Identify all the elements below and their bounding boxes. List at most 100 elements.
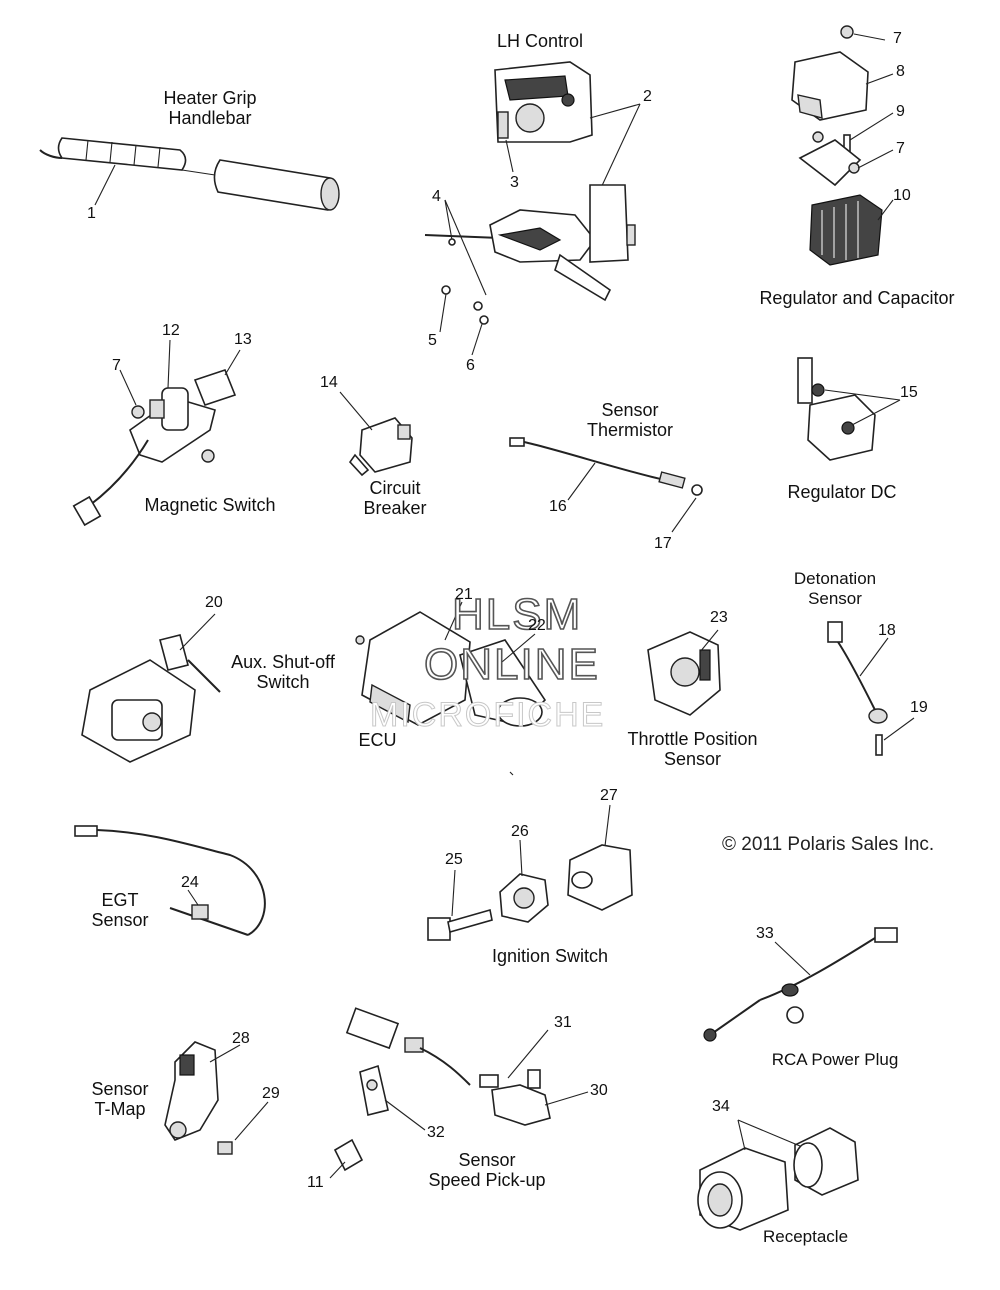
callout-number: 23 — [710, 609, 728, 626]
callout-number: 15 — [900, 384, 918, 401]
caption-line: Receptacle — [762, 1227, 849, 1246]
egt-sensor-part — [74, 825, 266, 936]
callout-number: 11 — [307, 1174, 324, 1191]
callout-number: 25 — [445, 851, 463, 868]
caption-rca-power-plug: RCA Power Plug — [755, 1050, 915, 1070]
sensor-speed-part — [329, 1007, 589, 1179]
callout-number: 14 — [320, 374, 338, 391]
detonation-sensor-part — [827, 621, 915, 756]
caption-line: RCA Power Plug — [771, 1050, 899, 1069]
copyright-notice: © 2011 Polaris Sales Inc. — [722, 834, 935, 855]
caption-heater-grip: Heater Grip Handlebar — [150, 88, 270, 128]
caption-line: EGT — [101, 890, 139, 910]
caption-line: Handlebar — [168, 108, 252, 128]
caption-line: Sensor — [458, 1150, 516, 1170]
caption-line: Thermistor — [586, 420, 673, 440]
caption-line: Sensor — [808, 589, 862, 608]
caption-line: Sensor — [663, 749, 722, 769]
callout-number: 10 — [893, 187, 911, 204]
callout-number: 34 — [712, 1098, 730, 1115]
regulator-dc-part — [797, 357, 901, 461]
caption-line: Sensor — [91, 910, 149, 930]
callout-number: 18 — [878, 622, 896, 639]
caption-regulator-capacitor: Regulator and Capacitor — [742, 288, 972, 308]
callout-number: 33 — [756, 925, 774, 942]
caption-sensor-speed: Sensor Speed Pick-up — [412, 1150, 562, 1190]
callout-number: 7 — [112, 357, 121, 374]
callout-number: 16 — [549, 498, 567, 515]
callout-number: 31 — [554, 1014, 572, 1031]
caption-ignition-switch: Ignition Switch — [475, 946, 625, 966]
callout-number: 29 — [262, 1085, 280, 1102]
caption-sensor-tmap: Sensor T-Map — [80, 1079, 160, 1119]
caption-line: LH Control — [496, 31, 584, 51]
watermark-line-2: ONLINE — [423, 639, 600, 690]
caption-line: Sensor — [601, 400, 659, 420]
callout-number: 6 — [466, 357, 475, 374]
callout-number: 7 — [896, 140, 905, 157]
callout-number: 24 — [181, 874, 199, 891]
caption-line: T-Map — [94, 1099, 146, 1119]
heater-grip-part — [39, 137, 340, 211]
caption-line: Heater Grip — [163, 88, 257, 108]
caption-line: Regulator and Capacitor — [759, 288, 955, 308]
callout-number: 27 — [600, 787, 618, 804]
regulator-capacitor-part — [791, 25, 894, 266]
callout-number: 19 — [910, 699, 928, 716]
caption-circuit-breaker: Circuit Breaker — [345, 478, 445, 518]
callout-number: 22 — [528, 617, 546, 634]
callout-number: 12 — [162, 322, 180, 339]
callout-number: 1 — [87, 205, 96, 222]
magnetic-switch-part — [72, 339, 241, 527]
caption-line: Magnetic Switch — [144, 495, 276, 515]
caption-sensor-thermistor: Sensor Thermistor — [570, 400, 690, 440]
rca-power-plug-part — [703, 927, 898, 1042]
control-assembly-part — [424, 184, 636, 356]
caption-line: Switch — [256, 672, 310, 692]
callout-number: 17 — [654, 535, 672, 552]
caption-throttle-position: Throttle Position Sensor — [610, 729, 775, 769]
caption-magnetic-switch: Magnetic Switch — [130, 495, 290, 515]
callout-number: 2 — [643, 88, 652, 105]
throttle-position-part — [647, 629, 721, 716]
caption-line: Detonation — [793, 569, 877, 588]
watermark-line-3: MICROFICHE — [369, 696, 606, 735]
sensor-tmap-part — [164, 1041, 269, 1155]
watermark-line-1: HLSM — [451, 589, 583, 640]
callout-number: 8 — [896, 63, 905, 80]
caption-line: Throttle Position — [627, 729, 758, 749]
caption-aux-shutoff: Aux. Shut-off Switch — [218, 652, 348, 692]
callout-number: 26 — [511, 823, 529, 840]
callout-number: 21 — [455, 586, 473, 603]
caption-regulator-dc: Regulator DC — [772, 482, 912, 502]
callout-number: 9 — [896, 103, 905, 120]
callout-number: 7 — [893, 30, 902, 47]
callout-number: 30 — [590, 1082, 608, 1099]
ignition-switch-part — [427, 804, 633, 941]
callout-number: 5 — [428, 332, 437, 349]
aux-shutoff-part — [81, 613, 221, 763]
caption-line: ECU — [358, 730, 397, 750]
callout-number: 20 — [205, 594, 223, 611]
caption-line: Ignition Switch — [491, 946, 609, 966]
caption-line: Aux. Shut-off — [231, 652, 335, 672]
callout-number: 13 — [234, 331, 252, 348]
caption-line: Speed Pick-up — [428, 1170, 546, 1190]
callout-number: 28 — [232, 1030, 250, 1047]
callout-number: 3 — [510, 174, 519, 191]
caption-ecu: ECU — [345, 730, 410, 750]
caption-receptacle: Receptacle — [748, 1227, 863, 1247]
callout-number: 32 — [427, 1124, 445, 1141]
caption-line: Circuit — [369, 478, 421, 498]
sensor-thermistor-part — [509, 437, 703, 533]
caption-lh-control: LH Control — [480, 31, 600, 51]
caption-line: Sensor — [91, 1079, 149, 1099]
callout-number: 4 — [432, 188, 441, 205]
caption-line: Regulator DC — [787, 482, 897, 502]
caption-line: Breaker — [363, 498, 427, 518]
caption-egt-sensor: EGT Sensor — [80, 890, 160, 930]
ecu-part — [355, 601, 547, 727]
lh-control-part — [494, 61, 641, 191]
caption-detonation-sensor: Detonation Sensor — [775, 569, 895, 609]
